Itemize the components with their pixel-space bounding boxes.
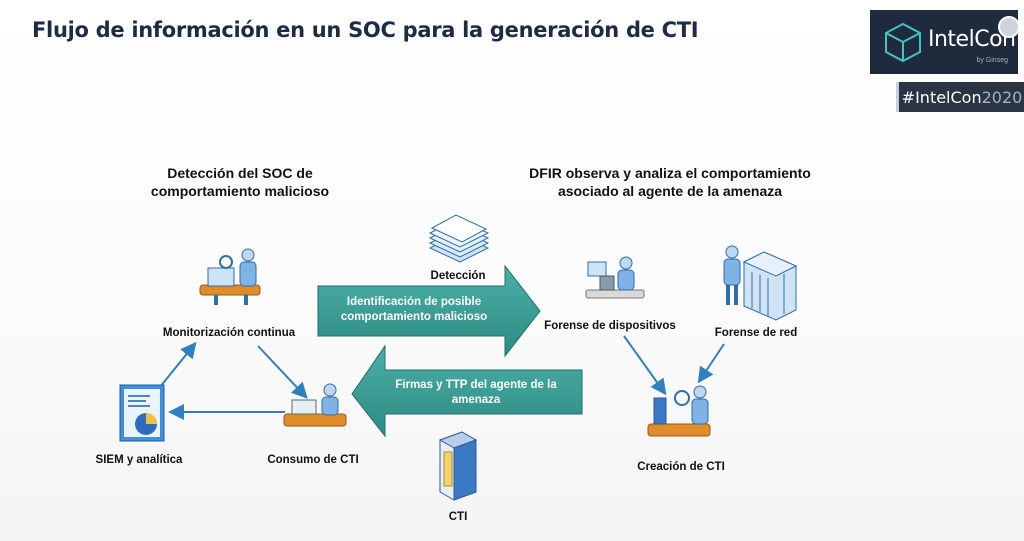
left-header-line1: Detección del SOC de bbox=[167, 165, 313, 181]
cti-server-icon bbox=[438, 431, 478, 501]
cti-label: CTI bbox=[448, 511, 468, 523]
monitoring-label: Monitorización continua bbox=[162, 327, 296, 339]
intelcon-logo: IntelCon by Ginseg bbox=[870, 10, 1020, 74]
detection-label: Detección bbox=[430, 270, 486, 282]
cti-creation-icon bbox=[647, 385, 711, 437]
hashtag-year: 2020 bbox=[981, 87, 1023, 107]
device-forensics-label: Forense de dispositivos bbox=[544, 320, 676, 332]
cti-creation-label: Creación de CTI bbox=[637, 461, 725, 473]
arrow-right-line2: comportamiento malicioso bbox=[340, 311, 488, 323]
left-header-line2: comportamiento malicioso bbox=[150, 183, 330, 199]
documents-stack-icon bbox=[428, 214, 490, 263]
right-section-header: DFIR observa y analiza el comportamiento… bbox=[480, 164, 860, 200]
flow-arrow-monitoring-to-consumption bbox=[257, 345, 308, 399]
device-forensics-icon bbox=[585, 256, 645, 299]
arrow-left-line2: amenaza bbox=[451, 394, 501, 406]
cube-icon bbox=[885, 22, 921, 62]
logo-subtitle: by Ginseg bbox=[976, 57, 1008, 64]
left-section-header: Detección del SOC de comportamiento mali… bbox=[110, 164, 370, 200]
cti-consumer-icon bbox=[283, 383, 347, 427]
arrow-right-identification bbox=[317, 264, 541, 358]
arrow-right-text: Identificación de posible comportamiento… bbox=[322, 295, 506, 325]
slide-title: Flujo de información en un SOC para la g… bbox=[32, 18, 699, 42]
right-header-line2: asociado al agente de la amenaza bbox=[557, 183, 783, 199]
hashtag-prefix: #IntelCon bbox=[901, 87, 982, 107]
arrow-left-line1: Firmas y TTP del agente de la bbox=[395, 379, 557, 391]
arrow-right-line1: Identificación de posible bbox=[346, 296, 482, 308]
arrow-left-text: Firmas y TTP del agente de la amenaza bbox=[374, 378, 578, 408]
skype-badge-icon bbox=[998, 16, 1020, 38]
flow-arrow-network-to-cti bbox=[697, 343, 725, 384]
flow-arrow-device-to-cti bbox=[623, 335, 667, 396]
right-header-line1: DFIR observa y analiza el comportamiento bbox=[529, 165, 811, 181]
flow-arrow-siem-to-monitoring bbox=[159, 341, 197, 388]
consumption-label: Consumo de CTI bbox=[267, 454, 359, 466]
monitoring-analyst-icon bbox=[199, 248, 261, 305]
network-forensics-icon bbox=[723, 245, 798, 321]
network-forensics-label: Forense de red bbox=[714, 327, 798, 339]
arrow-left-signatures bbox=[351, 344, 583, 438]
siem-report-icon bbox=[119, 384, 165, 442]
siem-label: SIEM y analítica bbox=[95, 454, 183, 466]
